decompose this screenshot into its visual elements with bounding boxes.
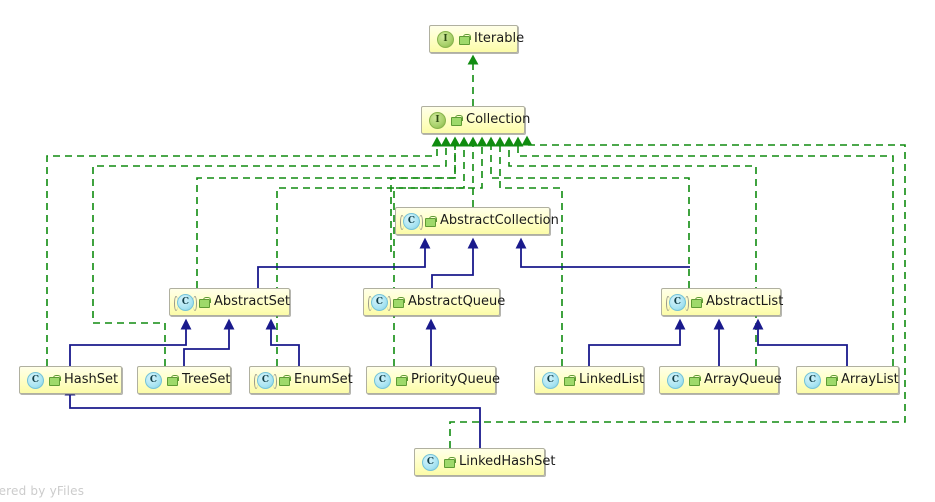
public-visibility-icon [826, 374, 838, 386]
class-node-linkedhashset[interactable]: C LinkedHashSet [414, 448, 556, 476]
watermark-label: Powered by yFiles [0, 484, 85, 498]
class-icon: C [174, 293, 197, 311]
public-visibility-icon [691, 296, 703, 308]
edge-hashset-abstractset [69, 318, 192, 366]
class-icon: C [368, 293, 391, 311]
class-node-priorityqueue[interactable]: C PriorityQueue [366, 366, 500, 394]
edge-priorityqueue-collection [393, 136, 488, 366]
class-node-label: HashSet [64, 372, 119, 387]
interface-icon: I [429, 111, 446, 129]
public-visibility-icon [451, 114, 463, 126]
class-icon: C [254, 371, 277, 389]
edge-treeset-abstractset [183, 318, 235, 366]
edge-linkedhashset-collection [449, 135, 906, 448]
edge-treeset-collection [92, 136, 452, 366]
edge-arraylist-collection [512, 136, 894, 366]
class-node-label: AbstractSet [214, 294, 290, 309]
class-node-label: PriorityQueue [411, 372, 500, 387]
class-node-label: TreeSet [182, 372, 231, 387]
class-node-abstractset[interactable]: C AbstractSet [169, 288, 290, 316]
edge-abstractqueue-collection [390, 136, 461, 252]
class-node-label: Iterable [474, 31, 525, 46]
edge-abstractset-abstractcollection [257, 237, 431, 288]
public-visibility-icon [199, 296, 211, 308]
class-node-label: ArrayList [841, 372, 899, 387]
class-icon: C [400, 212, 423, 230]
class-node-label: LinkedList [579, 372, 645, 387]
class-node-abstractlist[interactable]: C AbstractList [661, 288, 784, 316]
class-node-arraylist[interactable]: C ArrayList [796, 366, 899, 394]
public-visibility-icon [425, 215, 437, 227]
class-node-label: AbstractQueue [408, 294, 506, 309]
edge-abstractqueue-abstractcollection [431, 237, 479, 288]
extends-edges [64, 237, 848, 448]
implements-edges [46, 54, 906, 448]
edge-hashset-collection [46, 136, 443, 366]
class-node-arrayqueue[interactable]: C ArrayQueue [659, 366, 782, 394]
class-node-iterable[interactable]: I Iterable [429, 25, 524, 53]
public-visibility-icon [167, 374, 179, 386]
class-node-collection[interactable]: I Collection [421, 106, 530, 134]
class-icon: C [804, 371, 821, 389]
public-visibility-icon [49, 374, 61, 386]
edge-arrayqueue-collection [503, 136, 757, 366]
class-node-abstractcollection[interactable]: C AbstractCollection [395, 207, 559, 235]
public-visibility-icon [459, 33, 471, 45]
public-visibility-icon [444, 456, 456, 468]
class-icon: C [422, 453, 439, 471]
class-icon: C [667, 371, 684, 389]
class-node-label: Collection [466, 112, 531, 127]
public-visibility-icon [396, 374, 408, 386]
edge-linkedhashset-hashset [64, 384, 481, 448]
edge-abstractlist-abstractcollection [515, 237, 690, 268]
class-node-label: AbstractCollection [440, 213, 559, 228]
class-node-label: LinkedHashSet [459, 454, 556, 469]
edge-linkedlist-abstractlist [588, 318, 686, 366]
edge-linkedlist-collection [494, 136, 563, 366]
class-node-label: ArrayQueue [704, 372, 782, 387]
public-visibility-icon [564, 374, 576, 386]
class-icon: C [27, 371, 44, 389]
public-visibility-icon [279, 374, 291, 386]
edge-arraylist-abstractlist [752, 318, 848, 366]
edge-abstractlist-collection [485, 136, 690, 288]
public-visibility-icon [689, 374, 701, 386]
class-icon: C [666, 293, 689, 311]
class-icon: C [542, 371, 559, 389]
class-node-label: AbstractList [706, 294, 784, 309]
edge-enumset-collection [276, 136, 470, 366]
class-node-enumset[interactable]: C EnumSet [249, 366, 353, 394]
class-icon: C [145, 371, 162, 389]
class-node-hashset[interactable]: C HashSet [19, 366, 122, 394]
class-node-label: EnumSet [294, 372, 353, 387]
class-node-linkedlist[interactable]: C LinkedList [534, 366, 644, 394]
class-icon: C [374, 371, 391, 389]
edge-abstractset-collection [196, 136, 461, 288]
class-node-abstractqueue[interactable]: C AbstractQueue [363, 288, 505, 316]
class-node-treeset[interactable]: C TreeSet [137, 366, 231, 394]
edge-enumset-abstractset [265, 318, 300, 366]
interface-icon: I [437, 30, 454, 48]
public-visibility-icon [393, 296, 405, 308]
